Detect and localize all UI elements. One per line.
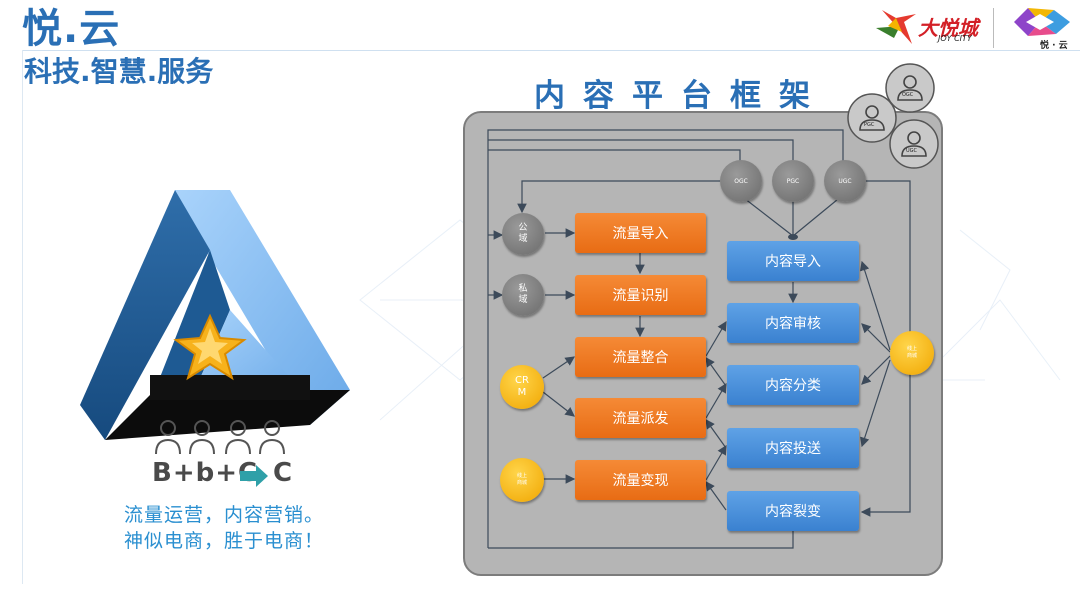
joycity-star-icon [876, 10, 916, 44]
logo-divider [993, 8, 994, 48]
formula-left: B+b+C [152, 458, 259, 488]
box-content-viral: 内容裂变 [727, 491, 859, 531]
penrose-triangle-graphic [80, 190, 350, 440]
node-public-domain: 公 域 [502, 213, 544, 255]
box-content-review: 内容审核 [727, 303, 859, 343]
box-traffic-identify: 流量识别 [575, 275, 706, 315]
slogan-line-1: 流量运营，内容营销。 [124, 504, 325, 526]
box-traffic-dispatch: 流量派发 [575, 398, 706, 438]
formula-right: C [273, 458, 293, 488]
bubble-ogc-label: OGC [902, 92, 914, 98]
node-pgc: PGC [772, 160, 814, 202]
left-margin-line [22, 50, 23, 584]
box-content-deliver: 内容投送 [727, 428, 859, 468]
node-ugc: UGC [824, 160, 866, 202]
role-bubbles-graphic [847, 63, 939, 169]
arrow-right-icon [240, 465, 268, 487]
node-private-domain: 私 域 [502, 274, 544, 316]
box-traffic-import: 流量导入 [575, 213, 706, 253]
yueyun-logo-text: 悦 · 云 [1040, 41, 1068, 51]
yueyun-logo-icon [1014, 8, 1070, 36]
node-online-mall-right: 线上 商城 [890, 331, 934, 375]
people-icon-group [155, 420, 285, 455]
joycity-logo-text: 大悦城 [918, 16, 978, 40]
box-traffic-integrate: 流量整合 [575, 337, 706, 377]
header-divider [22, 50, 1080, 51]
bubble-ugc-label: UGC [906, 148, 918, 154]
node-ogc: OGC [720, 160, 762, 202]
joycity-logo-subtext: JOY CITY [938, 34, 972, 43]
framework-title: 内容平台框架 [534, 78, 828, 114]
box-traffic-monetize: 流量变现 [575, 460, 706, 500]
bubble-pgc-label: PGC [864, 122, 875, 128]
box-content-classify: 内容分类 [727, 365, 859, 405]
brand-subtitle: 科技.智慧.服务 [24, 55, 214, 88]
node-online-mall-left: 线上 商城 [500, 458, 544, 502]
node-crm: CR M [500, 365, 544, 409]
slogan-line-2: 神似电商，胜于电商！ [124, 530, 325, 552]
box-content-import: 内容导入 [727, 241, 859, 281]
brand-title: 悦.云 [22, 6, 121, 52]
